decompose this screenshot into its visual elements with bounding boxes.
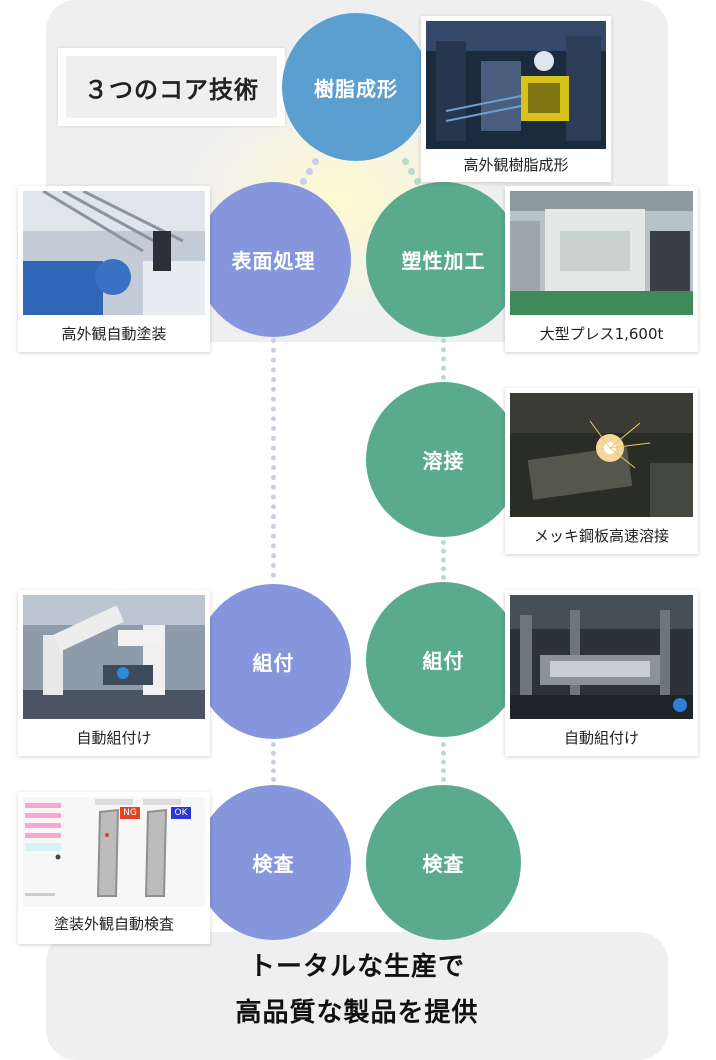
connector-dot	[312, 158, 319, 165]
connector-dot	[414, 178, 421, 185]
caption-press: 大型プレス1,600t	[539, 325, 664, 343]
circle-inspection-right: 検査	[366, 785, 521, 940]
circle-label: 組付	[252, 651, 295, 675]
ok-badge: OK	[171, 807, 191, 819]
circle-label: 表面処理	[231, 249, 316, 273]
caption-assembly-left: 自動組付け	[76, 729, 152, 747]
circle-assembly-right: 組付	[366, 582, 521, 737]
photo-card-resin-molding: 高外観樹脂成形	[421, 16, 611, 182]
circle-assembly-left: 組付	[196, 584, 351, 739]
inspection-screen: NG OK	[23, 797, 205, 907]
photo-press-machine	[510, 191, 693, 315]
circle-surface-treatment: 表面処理	[196, 182, 351, 337]
page-title: ３つのコア技術	[66, 56, 277, 118]
circle-resin-molding: 樹脂成形	[282, 13, 430, 161]
connector-line	[441, 540, 446, 580]
footer-line-1: トータルな生産で	[248, 952, 465, 982]
connector-dot	[408, 168, 415, 175]
circle-label: 塑性加工	[401, 249, 486, 273]
caption-painting: 高外観自動塗装	[61, 325, 167, 343]
ng-badge: NG	[120, 807, 140, 819]
footer-message: トータルな生産で 高品質な製品を提供	[46, 944, 668, 1036]
photo-card-welding: メッキ鋼板高速溶接	[505, 388, 698, 554]
connector-line	[271, 338, 276, 578]
photo-welding	[510, 393, 693, 517]
connector-line	[271, 742, 276, 782]
circle-label: 組付	[422, 649, 465, 673]
circle-inspection-left: 検査	[196, 785, 351, 940]
photo-assembly-robot	[23, 595, 205, 719]
circle-label: 検査	[252, 852, 295, 876]
photo-painting-robot	[23, 191, 205, 315]
photo-card-assembly-left: 自動組付け	[18, 590, 210, 756]
caption-welding: メッキ鋼板高速溶接	[533, 527, 669, 545]
connector-line	[441, 338, 446, 380]
photo-card-assembly-right: 自動組付け	[505, 590, 698, 756]
circle-label: 検査	[422, 852, 465, 876]
circle-label: 樹脂成形	[314, 76, 398, 101]
connector-dot	[306, 168, 313, 175]
caption-inspection: 塗装外観自動検査	[53, 915, 174, 933]
circle-plastic-working: 塑性加工	[366, 182, 521, 337]
connector-line	[441, 742, 446, 782]
bottom-panel	[46, 932, 668, 1060]
connector-dot	[402, 158, 409, 165]
caption-assembly-right: 自動組付け	[563, 729, 639, 747]
connector-dot	[300, 178, 307, 185]
circle-welding: 溶接	[366, 382, 521, 537]
photo-assembly-line	[510, 595, 693, 719]
photo-card-press: 大型プレス1,600t	[505, 186, 698, 352]
photo-card-inspection: NG OK 塗装外観自動検査	[18, 792, 210, 944]
title-box: ３つのコア技術	[58, 48, 285, 126]
caption-resin-molding: 高外観樹脂成形	[463, 156, 569, 174]
photo-resin-molding-machine	[426, 21, 606, 149]
photo-card-painting: 高外観自動塗装	[18, 186, 210, 352]
circle-label: 溶接	[422, 449, 465, 473]
footer-line-2: 高品質な製品を提供	[235, 998, 479, 1028]
